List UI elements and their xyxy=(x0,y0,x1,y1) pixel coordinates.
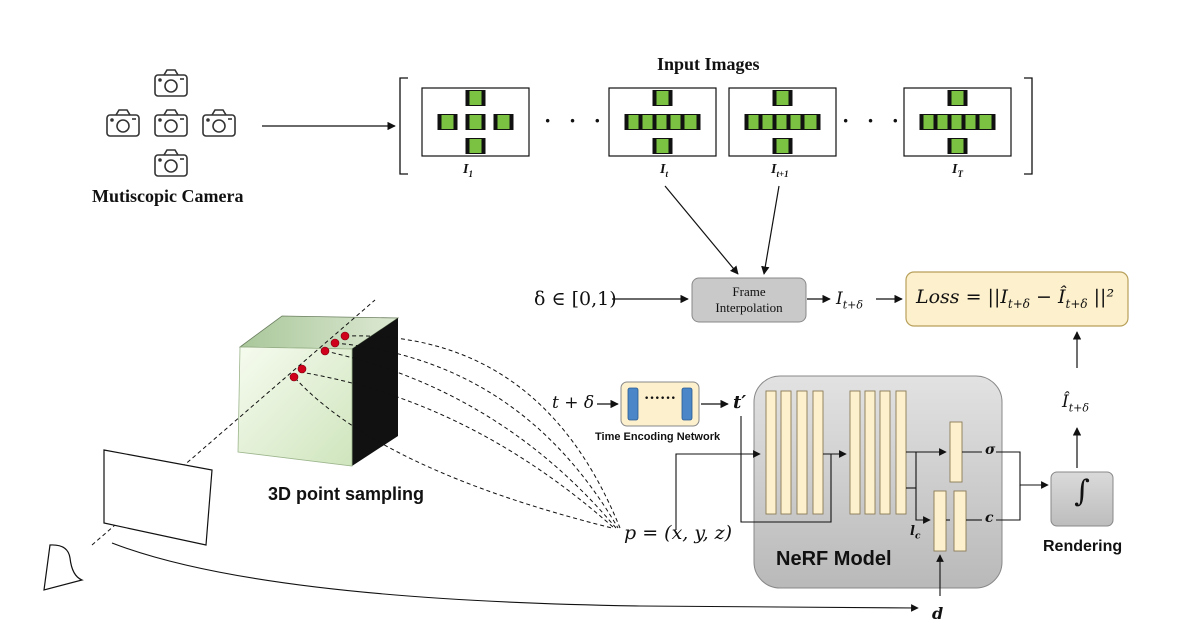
sigma-head xyxy=(949,421,963,483)
frame-label-T-sub: T xyxy=(957,168,963,179)
it-to-interp-arrow xyxy=(664,185,739,275)
point-label: p = (x, y, z) xyxy=(624,522,733,544)
interp-output-main: I xyxy=(836,289,843,309)
frame-label-1-main: I xyxy=(463,162,469,177)
direction-curve xyxy=(111,542,919,612)
frame-label-t1-main: I xyxy=(771,162,777,177)
input-image-frame xyxy=(421,87,530,157)
frame-label-t1: It+1 xyxy=(771,162,789,179)
camera-icon xyxy=(154,149,188,177)
ellipsis-2: · · · xyxy=(842,108,906,133)
frame-label-T-main: I xyxy=(952,162,958,177)
integral-symbol: ∫ xyxy=(1074,474,1090,509)
sample-point xyxy=(320,346,330,356)
time-input-label: t + δ xyxy=(552,393,595,413)
loss-mid: − Î xyxy=(1029,286,1066,308)
it1-to-interp-arrow xyxy=(761,185,780,275)
time-encoding-label: Time Encoding Network xyxy=(595,431,721,443)
sample-point xyxy=(289,372,299,382)
camera-icon xyxy=(154,69,188,97)
lc-label: lc xyxy=(910,524,920,542)
camera-icon xyxy=(202,109,236,137)
cube-front-face xyxy=(237,346,353,467)
frame-label-t1-sub: t+1 xyxy=(776,168,789,179)
loss-sub2: t+δ xyxy=(1065,296,1088,311)
camera-cone-icon xyxy=(43,544,84,591)
encoder-input-bar xyxy=(627,387,639,421)
direction-label: d xyxy=(932,604,944,623)
input-image-frames xyxy=(421,87,1012,157)
cube-side-face xyxy=(352,318,398,466)
interp-output-sub: t+δ xyxy=(842,298,863,312)
render-output-label: Ît+δ xyxy=(1062,392,1089,414)
encoder-dots: ······ xyxy=(643,390,676,407)
image-plane xyxy=(103,449,213,546)
camera-array xyxy=(106,69,236,177)
sampled-points xyxy=(289,331,350,382)
frame-interpolation-label: Frame Interpolation xyxy=(715,284,783,315)
sampling-curves xyxy=(294,335,621,529)
input-image-frame xyxy=(728,87,837,157)
input-images-title: Input Images xyxy=(657,54,760,74)
color-head-2 xyxy=(953,490,967,552)
frame-label-t-sub: t xyxy=(665,168,668,179)
camera-icon xyxy=(106,109,140,137)
loss-text: Loss = ||I xyxy=(916,286,1008,308)
sampling-label: 3D point sampling xyxy=(268,484,425,504)
loss-box xyxy=(905,271,1129,327)
camera-icon xyxy=(154,109,188,137)
frame-label-1-sub: 1 xyxy=(468,168,473,179)
t-prime-label: t′ xyxy=(733,392,747,413)
loss-formula: Loss = ||It+δ − Ît+δ ||² xyxy=(916,286,1114,311)
nerf-label: NeRF Model xyxy=(776,548,892,570)
frame-interpolation-box xyxy=(691,277,807,323)
time-encoding-box xyxy=(620,381,700,427)
frame-label-t: It xyxy=(660,162,668,179)
camera-ray xyxy=(91,299,376,546)
nerf-connections xyxy=(675,416,1049,596)
sample-point xyxy=(297,364,307,374)
lc-sub: c xyxy=(914,531,921,542)
render-output-main: Î xyxy=(1062,392,1069,412)
color-label: c xyxy=(985,510,994,526)
color-head-1 xyxy=(933,490,947,552)
rendering-box xyxy=(1050,471,1114,527)
render-output-sub: t+δ xyxy=(1068,401,1089,415)
lc-main: l xyxy=(910,524,915,539)
interp-output-label: It+δ xyxy=(836,289,863,311)
nerf-layers-2 xyxy=(849,390,907,515)
sample-point xyxy=(340,331,350,341)
ellipsis-1: · · · xyxy=(544,108,608,133)
cube xyxy=(237,315,400,467)
sample-point xyxy=(330,338,340,348)
input-image-frame xyxy=(903,87,1012,157)
frame-label-1: I1 xyxy=(463,162,473,179)
input-image-frame xyxy=(608,87,717,157)
loss-end: ||² xyxy=(1087,286,1115,308)
sigma-label: σ xyxy=(985,442,996,458)
loss-sub1: t+δ xyxy=(1007,296,1030,311)
frame-label-t-main: I xyxy=(660,162,666,177)
nerf-layers-1 xyxy=(765,390,824,515)
camera-label: Mutiscopic Camera xyxy=(92,186,244,206)
rendering-label: Rendering xyxy=(1043,538,1123,555)
encoder-output-bar xyxy=(681,387,693,421)
images-bracket xyxy=(399,77,1033,175)
delta-range: δ ∈ [0,1) xyxy=(534,288,617,310)
frame-label-T: IT xyxy=(952,162,963,179)
